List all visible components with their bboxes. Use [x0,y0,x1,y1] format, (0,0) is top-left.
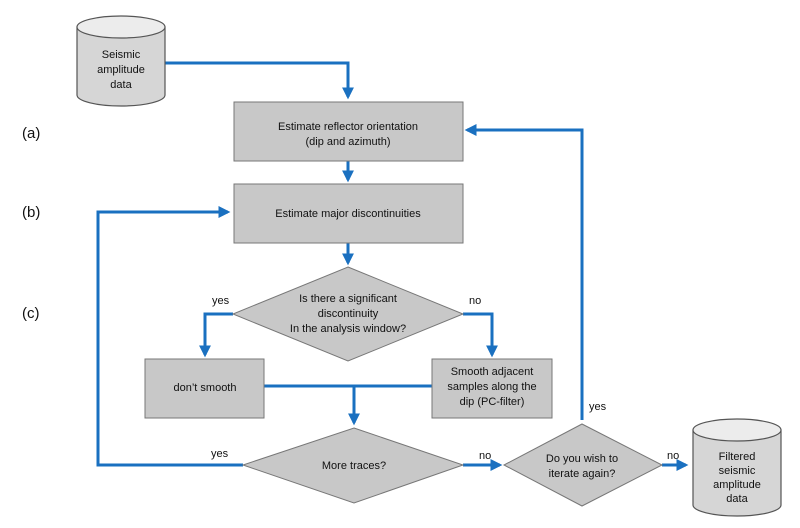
decision-discontinuity-line-3: In the analysis window? [290,323,406,335]
input-data-line-1: Seismic [102,49,141,61]
output-data-cylinder: Filtered seismic amplitude data [692,418,782,517]
smooth-adjacent-line-1: Smooth adjacent [451,366,534,378]
edge-label-iterate-yes: yes [589,401,607,413]
output-data-line-4: data [726,493,748,505]
decision-more-traces-line-1: More traces? [322,460,386,472]
edges [96,61,689,471]
estimate-discontinuities-line-1: Estimate major discontinuities [275,208,421,220]
estimate-orientation-box: Estimate reflector orientation (dip and … [233,101,464,162]
edge-label-iterate-no: no [667,450,679,462]
side-label-b: (b) [22,204,40,221]
smooth-adjacent-line-3: dip (PC-filter) [460,396,525,408]
edge-label-discontinuity-no: no [469,295,481,307]
decision-iterate-line-1: Do you wish to [546,453,618,465]
decision-more-traces: More traces? [241,427,465,504]
estimate-orientation-line-1: Estimate reflector orientation [278,121,418,133]
edge-label-more-traces-no: no [479,450,491,462]
edge-decision-yes [199,312,233,358]
side-label-a: (a) [22,125,40,142]
edge-label-discontinuity-yes: yes [212,295,230,307]
output-data-line-1: Filtered [719,451,756,463]
edge-more-traces-yes [96,206,243,467]
decision-discontinuity: Is there a significant discontinuity In … [231,266,465,362]
decision-iterate: Do you wish to iterate again? [502,423,664,507]
edge-decision-no [463,312,498,358]
decision-discontinuity-line-1: Is there a significant [299,293,397,305]
dont-smooth-box: don’t smooth [144,358,265,419]
smooth-adjacent-box: Smooth adjacent samples along the dip (P… [431,358,553,419]
input-data-line-2: amplitude [97,64,145,76]
output-data-line-3: amplitude [713,479,761,491]
edge-label-more-traces-yes: yes [211,448,229,460]
estimate-discontinuities-box: Estimate major discontinuities [233,183,464,244]
edge-input-to-orientation [165,61,354,100]
side-label-c: (c) [22,305,40,322]
edge-iterate-yes [464,124,584,420]
smooth-adjacent-line-2: samples along the [447,381,536,393]
decision-discontinuity-line-2: discontinuity [318,308,379,320]
input-data-cylinder: Seismic amplitude data [76,15,166,107]
decision-iterate-line-2: iterate again? [549,468,616,480]
output-data-line-2: seismic [719,465,756,477]
input-data-line-3: data [110,79,132,91]
dont-smooth-line-1: don’t smooth [174,382,237,394]
estimate-orientation-line-2: (dip and azimuth) [306,136,391,148]
